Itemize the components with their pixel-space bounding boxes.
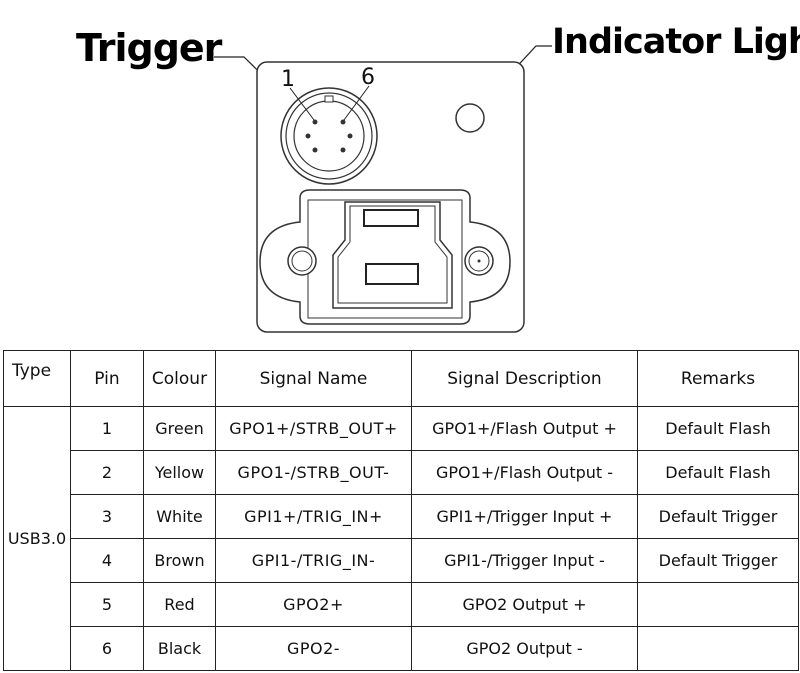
usb3-port (332, 201, 453, 319)
remarks-cell: Default Flash (637, 450, 799, 495)
pin-cell: 2 (70, 450, 144, 495)
signal-name-cell: GPI1+/TRIG_IN+ (215, 494, 412, 539)
table-row: 3 White GPI1+/TRIG_IN+ GPI1+/Trigger Inp… (4, 494, 799, 539)
signal-description-cell: GPI1+/Trigger Input + (411, 494, 638, 539)
colour-cell: Red (143, 582, 216, 627)
pin-cell: 1 (70, 406, 144, 451)
remarks-cell: Default Trigger (637, 494, 799, 539)
pin-cell: 6 (70, 626, 144, 671)
signal-name-cell: GPO2- (215, 626, 412, 671)
remarks-cell: Default Flash (637, 406, 799, 451)
colour-cell: Black (143, 626, 216, 671)
table-row: 5 Red GPO2+ GPO2 Output + (4, 582, 799, 627)
signal-name-cell: GPO1-/STRB_OUT- (215, 450, 412, 495)
colour-cell: Yellow (143, 450, 216, 495)
camera-rear-panel-diagram: 1 6 (214, 45, 552, 333)
connector-pin-6-label: 6 (361, 65, 375, 90)
remarks-cell: Default Trigger (637, 538, 799, 583)
signal-name-cell: GPI1-/TRIG_IN- (215, 538, 412, 583)
table-row: USB3.0 1 Green GPO1+/STRB_OUT+ GPO1+/Fla… (3, 406, 799, 671)
connector-pin-1-label: 1 (281, 67, 295, 92)
indicator-light (455, 103, 485, 133)
signal-description-cell: GPO1+/Flash Output + (411, 406, 638, 451)
signal-description-cell: GPO2 Output - (411, 626, 638, 671)
table-row: 6 Black GPO2- GPO2 Output - (4, 626, 799, 671)
header-pin: Pin (70, 350, 144, 407)
table-row: 2 Yellow GPO1-/STRB_OUT- GPO1+/Flash Out… (4, 450, 799, 495)
pin-cell: 5 (70, 582, 144, 627)
signal-description-cell: GPI1-/Trigger Input - (411, 538, 638, 583)
header-colour: Colour (143, 350, 216, 407)
pin-cell: 3 (70, 494, 144, 539)
remarks-cell (637, 626, 799, 671)
pin-assignment-table: Type Pin Colour Signal Name Signal Descr… (3, 350, 799, 671)
header-remarks: Remarks (637, 350, 799, 407)
colour-cell: Green (143, 406, 216, 451)
connector-pin (340, 147, 346, 153)
pin-cell: 4 (70, 538, 144, 583)
colour-cell: White (143, 494, 216, 539)
connector-pin (347, 133, 353, 139)
colour-cell: Brown (143, 538, 216, 583)
type-cell: USB3.0 (3, 406, 71, 671)
connector-pin (312, 147, 318, 153)
table-header-row: Type Pin Colour Signal Name Signal Descr… (3, 350, 799, 407)
connector-pin (305, 133, 311, 139)
signal-description-cell: GPO2 Output + (411, 582, 638, 627)
connector-pin (340, 119, 346, 125)
signal-description-cell: GPO1+/Flash Output - (411, 450, 638, 495)
connector-pin (312, 119, 318, 125)
header-signal-name: Signal Name (215, 350, 412, 407)
header-type: Type (3, 350, 71, 407)
trigger-connector (280, 85, 378, 185)
table-row: 4 Brown GPI1-/TRIG_IN- GPI1-/Trigger Inp… (4, 538, 799, 583)
signal-name-cell: GPO2+ (215, 582, 412, 627)
header-signal-description: Signal Description (411, 350, 638, 407)
signal-name-cell: GPO1+/STRB_OUT+ (215, 406, 412, 451)
trigger-callout-label: Trigger (76, 26, 222, 70)
remarks-cell (637, 582, 799, 627)
indicator-light-callout-label: Indicator Light (552, 22, 800, 62)
